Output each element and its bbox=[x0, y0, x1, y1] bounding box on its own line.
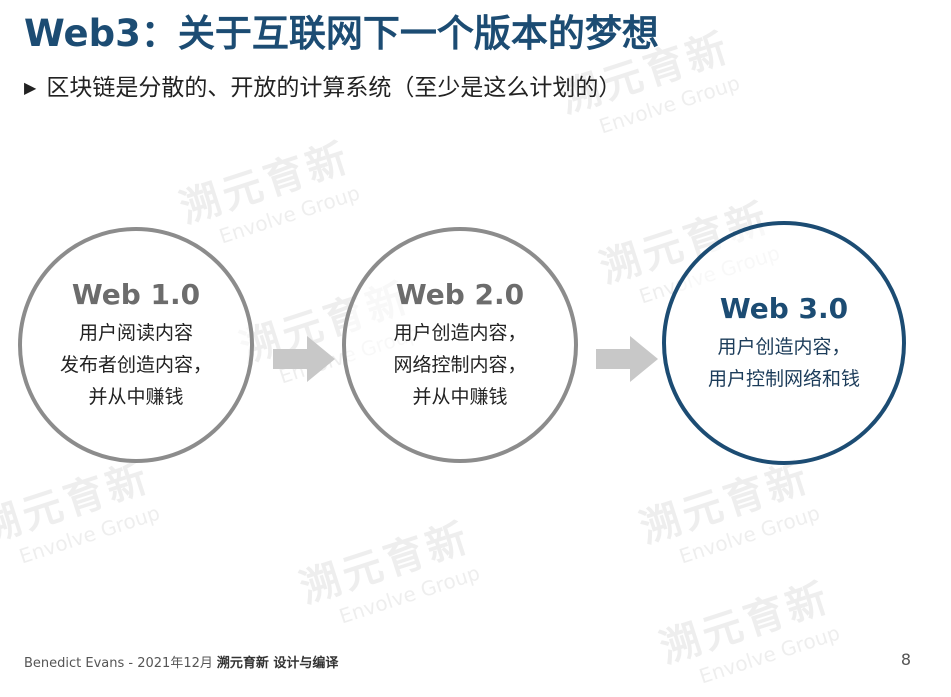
watermark-cn: 溯元育新 bbox=[654, 574, 837, 673]
stage-line: 用户创造内容， bbox=[393, 321, 527, 344]
watermark-en: Envolve Group bbox=[16, 500, 163, 569]
stage-line: 用户创造内容， bbox=[717, 335, 851, 358]
footer-source: Benedict Evans - 2021年12月溯元育新 设计与编译 bbox=[24, 652, 338, 671]
right-arrow-icon bbox=[596, 336, 658, 382]
stage-line: 用户控制网络和钱 bbox=[707, 367, 860, 390]
subtitle-bullet: ▶ 区块链是分散的、开放的计算系统（至少是这么计划的） bbox=[24, 74, 621, 104]
page-title: Web3：关于互联网下一个版本的梦想 bbox=[24, 12, 659, 55]
stage-line: 用户阅读内容 bbox=[78, 321, 193, 344]
stage-version: Web 2.0 bbox=[395, 277, 525, 311]
stage-version: Web 3.0 bbox=[719, 291, 849, 325]
watermark-en: Envolve Group bbox=[696, 620, 843, 689]
web-evolution-diagram: Web 1.0 用户阅读内容 发布者创造内容， 并从中赚钱 Web 2.0 用户… bbox=[0, 205, 951, 475]
stage-web3-circle: Web 3.0 用户创造内容， 用户控制网络和钱 bbox=[662, 221, 906, 465]
stage-version: Web 1.0 bbox=[71, 277, 201, 311]
footer-brand: 溯元育新 设计与编译 bbox=[216, 656, 339, 671]
stage-line: 网络控制内容， bbox=[393, 353, 527, 376]
watermark-en: Envolve Group bbox=[676, 500, 823, 569]
subtitle-text: 区块链是分散的、开放的计算系统（至少是这么计划的） bbox=[46, 75, 622, 101]
stage-web2-circle: Web 2.0 用户创造内容， 网络控制内容， 并从中赚钱 bbox=[342, 227, 578, 463]
page-number: 8 bbox=[900, 650, 911, 669]
stage-web1-circle: Web 1.0 用户阅读内容 发布者创造内容， 并从中赚钱 bbox=[18, 227, 254, 463]
watermark-en: Envolve Group bbox=[336, 560, 483, 629]
footer-source-text: Benedict Evans - 2021年12月 bbox=[24, 656, 213, 671]
right-arrow-icon bbox=[273, 336, 335, 382]
triangle-bullet-icon: ▶ bbox=[24, 78, 37, 97]
stage-line: 并从中赚钱 bbox=[88, 385, 184, 408]
stage-line: 并从中赚钱 bbox=[412, 385, 508, 408]
stage-line: 发布者创造内容， bbox=[59, 353, 212, 376]
watermark-cn: 溯元育新 bbox=[294, 514, 477, 613]
